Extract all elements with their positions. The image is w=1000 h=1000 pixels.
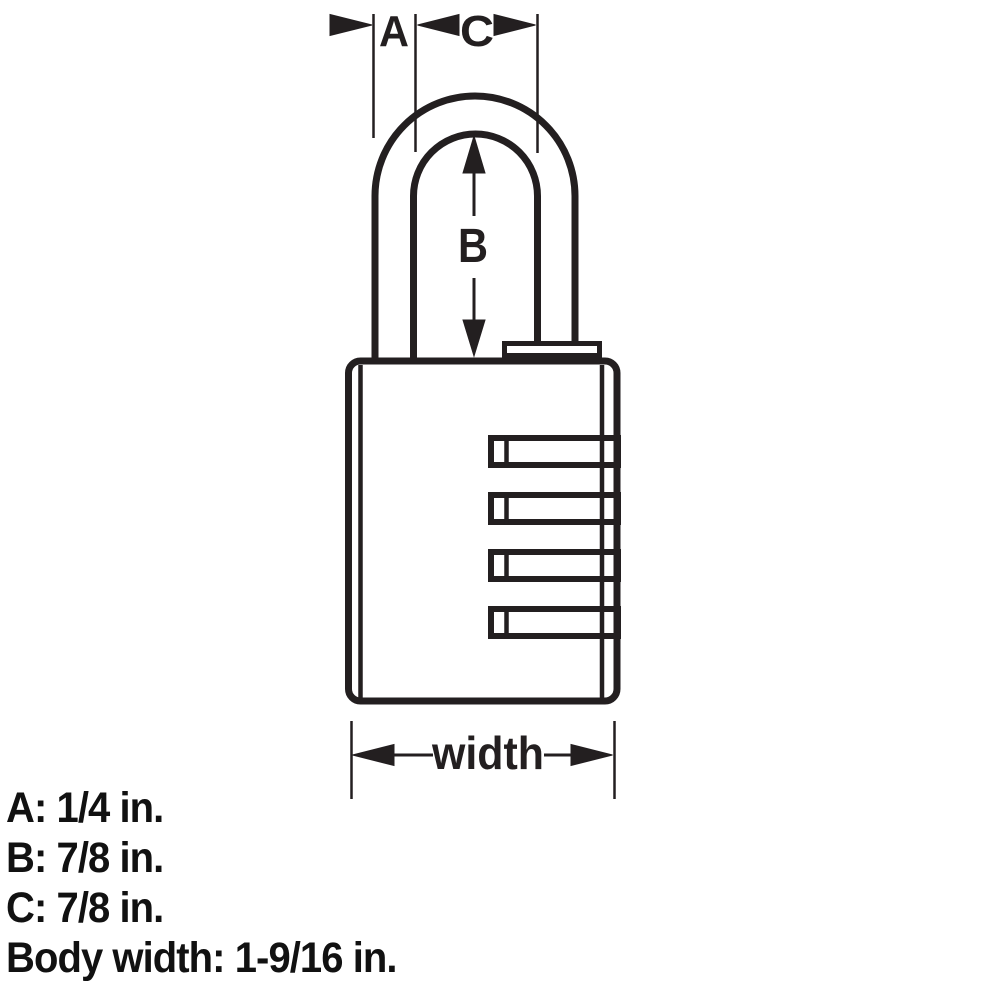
label-dimension-a: A <box>379 7 409 56</box>
arrowhead-b-up-icon <box>462 134 486 174</box>
combination-dial-3 <box>488 549 621 582</box>
label-dimension-b: B <box>458 220 488 273</box>
dial-slot-3 <box>488 549 621 582</box>
shackle <box>371 92 579 360</box>
dimension-width: width <box>350 721 616 799</box>
spec-list: A: 1/4 in. B: 7/8 in. C: 7/8 in. Body wi… <box>6 783 398 983</box>
padlock-diagram: A C B <box>329 7 621 799</box>
lock-body-inner-edges <box>358 365 605 699</box>
dimension-labels-top: A C <box>379 7 494 56</box>
dial-slot-1 <box>488 435 621 468</box>
shackle-outer-outline <box>371 92 579 360</box>
dial-slot-2 <box>488 492 621 525</box>
arrowhead-c-right-icon <box>493 13 536 37</box>
label-dimension-c: C <box>460 7 494 56</box>
arrowhead-width-left-icon <box>352 743 395 767</box>
arrowhead-width-right-icon <box>570 743 613 767</box>
dimension-arrowheads-top <box>329 13 536 37</box>
combination-dials <box>488 435 621 639</box>
arrowhead-a-right-icon <box>329 13 373 37</box>
spec-line-a: A: 1/4 in. <box>6 784 164 832</box>
combination-dial-2 <box>488 492 621 525</box>
dial-slot-4 <box>488 606 621 639</box>
combination-dial-1 <box>488 435 621 468</box>
dimension-b: B <box>458 134 488 358</box>
combination-dial-4 <box>488 606 621 639</box>
spec-line-body-width: Body width: 1-9/16 in. <box>6 934 398 982</box>
dimension-a-c <box>372 14 539 153</box>
spec-line-c: C: 7/8 in. <box>6 884 164 932</box>
label-dimension-width: width <box>431 727 544 779</box>
lock-body <box>345 357 621 705</box>
arrowhead-c-left-icon <box>417 13 460 37</box>
shackle-collar <box>502 341 602 358</box>
spec-line-b: B: 7/8 in. <box>6 834 164 882</box>
arrowhead-b-down-icon <box>462 319 486 358</box>
shackle-inner-outline <box>410 130 541 360</box>
